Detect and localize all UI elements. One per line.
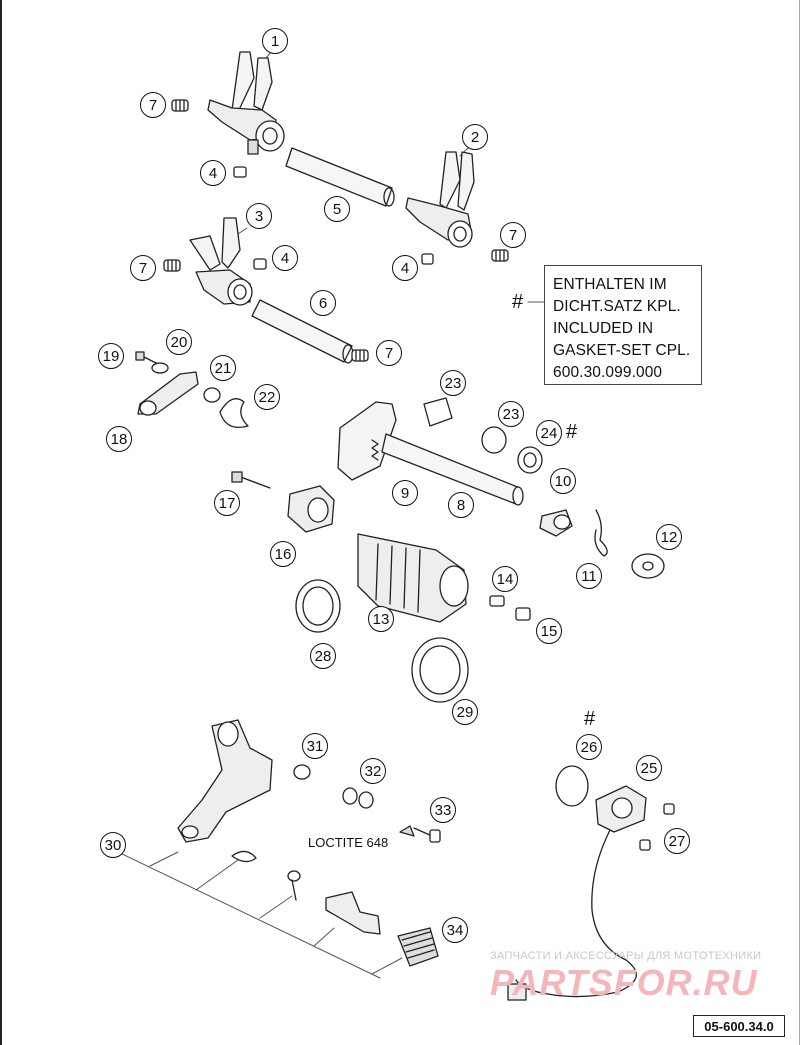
callout-16[interactable]: 16 bbox=[270, 541, 296, 567]
page-frame-left bbox=[0, 0, 2, 1045]
shift-shaft-5 bbox=[285, 147, 395, 207]
callout-11[interactable]: 11 bbox=[576, 563, 602, 589]
note-line: 600.30.099.000 bbox=[553, 364, 663, 381]
callout-26[interactable]: 26 bbox=[576, 734, 602, 760]
callout-6[interactable]: 6 bbox=[310, 290, 336, 316]
part-26-hash-marker: # bbox=[584, 708, 596, 730]
gasket-set-note: ENTHALTEN IM DICHT.SATZ KPL. INCLUDED IN… bbox=[544, 265, 702, 385]
callout-2[interactable]: 2 bbox=[462, 124, 488, 150]
bearing-28 bbox=[295, 579, 341, 633]
callout-1[interactable]: 1 bbox=[262, 28, 288, 54]
shift-fork-3 bbox=[189, 217, 253, 306]
note-hash-marker: # bbox=[512, 291, 524, 313]
callout-4[interactable]: 4 bbox=[200, 160, 226, 186]
sensor-cable bbox=[507, 829, 637, 1001]
callout-13[interactable]: 13 bbox=[368, 606, 394, 632]
shift-shaft-assembly bbox=[337, 397, 665, 579]
callout-24[interactable]: 24 bbox=[536, 420, 562, 446]
callout-17[interactable]: 17 bbox=[214, 490, 240, 516]
callout-27[interactable]: 27 bbox=[664, 828, 690, 854]
callout-32[interactable]: 32 bbox=[360, 758, 386, 784]
detent-parts bbox=[489, 595, 531, 621]
shift-rubber-34 bbox=[397, 927, 439, 967]
part-30-bracket bbox=[117, 851, 403, 979]
note-line: INCLUDED IN bbox=[553, 320, 654, 337]
part-30-subparts bbox=[231, 850, 381, 935]
callout-31[interactable]: 31 bbox=[302, 733, 328, 759]
callout-19[interactable]: 19 bbox=[98, 343, 124, 369]
shift-drum-locating bbox=[231, 471, 335, 533]
callout-30[interactable]: 30 bbox=[100, 832, 126, 858]
washers-and-bolt bbox=[293, 764, 441, 843]
callout-14[interactable]: 14 bbox=[492, 566, 518, 592]
part-24-hash-marker: # bbox=[566, 421, 578, 443]
diagram-id-label: 05-600.34.0 bbox=[693, 1015, 785, 1037]
callout-12[interactable]: 12 bbox=[656, 524, 682, 550]
callout-18[interactable]: 18 bbox=[106, 426, 132, 452]
bearing-29 bbox=[411, 637, 469, 703]
callout-22[interactable]: 22 bbox=[254, 384, 280, 410]
callout-3[interactable]: 3 bbox=[246, 203, 272, 229]
watermark-tagline: ЗАПЧАСТИ И АКСЕССУАРЫ ДЛЯ МОТОТЕХНИКИ bbox=[490, 950, 762, 962]
callout-25[interactable]: 25 bbox=[636, 755, 662, 781]
callout-33[interactable]: 33 bbox=[430, 797, 456, 823]
note-line: ENTHALTEN IM bbox=[553, 276, 667, 293]
callout-34[interactable]: 34 bbox=[442, 917, 468, 943]
spring-7 bbox=[163, 99, 509, 362]
gear-sensor-25 bbox=[555, 765, 675, 851]
callout-7[interactable]: 7 bbox=[500, 222, 526, 248]
callout-7[interactable]: 7 bbox=[376, 340, 402, 366]
callout-23[interactable]: 23 bbox=[440, 370, 466, 396]
note-line: GASKET-SET CPL. bbox=[553, 342, 691, 359]
loctite-label: LOCTITE 648 bbox=[308, 835, 389, 850]
callout-23[interactable]: 23 bbox=[498, 401, 524, 427]
pin-4 bbox=[233, 166, 434, 270]
callout-20[interactable]: 20 bbox=[166, 329, 192, 355]
callout-29[interactable]: 29 bbox=[452, 699, 478, 725]
callout-9[interactable]: 9 bbox=[392, 480, 418, 506]
callout-4[interactable]: 4 bbox=[272, 245, 298, 271]
locking-lever-group bbox=[135, 351, 249, 429]
callout-5[interactable]: 5 bbox=[324, 196, 350, 222]
callout-28[interactable]: 28 bbox=[310, 643, 336, 669]
callout-21[interactable]: 21 bbox=[210, 355, 236, 381]
callout-10[interactable]: 10 bbox=[550, 468, 576, 494]
shift-lever-30 bbox=[177, 719, 273, 843]
watermark-logo: PARTSFOR.RU bbox=[490, 962, 758, 1003]
note-line: DICHT.SATZ KPL. bbox=[553, 298, 681, 315]
shift-fork-1 bbox=[207, 51, 285, 155]
shift-drum-13 bbox=[357, 533, 469, 623]
callout-7[interactable]: 7 bbox=[130, 255, 156, 281]
callout-8[interactable]: 8 bbox=[448, 492, 474, 518]
shift-shaft-6 bbox=[251, 299, 354, 364]
callout-15[interactable]: 15 bbox=[536, 618, 562, 644]
callout-7[interactable]: 7 bbox=[140, 92, 166, 118]
shift-fork-2 bbox=[405, 151, 475, 248]
callout-4[interactable]: 4 bbox=[392, 255, 418, 281]
